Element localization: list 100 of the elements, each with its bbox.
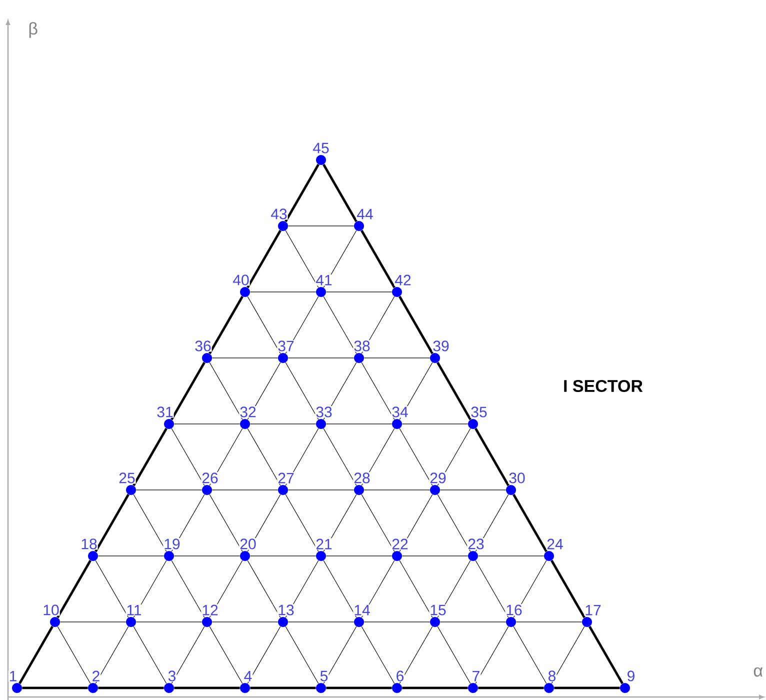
point-number: 12 (201, 604, 219, 616)
point-number: 40 (232, 274, 250, 286)
grid-line (475, 494, 509, 552)
grid-point (468, 682, 478, 693)
grid-point (164, 682, 174, 693)
grid-line (399, 560, 433, 618)
grid-point (202, 616, 212, 627)
grid-line (361, 494, 395, 552)
grid-line (174, 686, 240, 690)
grid-point (316, 286, 326, 297)
grid-point (392, 550, 402, 561)
point-number: 8 (547, 670, 557, 682)
point-number: 44 (356, 208, 374, 220)
axis-label: β (29, 22, 38, 38)
grid-line (247, 296, 281, 354)
point-number: 27 (277, 472, 295, 484)
grid-point (278, 352, 288, 363)
point-number: 31 (156, 406, 174, 418)
grid-line (285, 428, 319, 486)
grid-point (278, 616, 288, 627)
grid-point (278, 220, 288, 231)
point-number: 22 (391, 538, 409, 550)
grid-line (171, 494, 205, 552)
point-number: 21 (315, 538, 333, 550)
grid-line (132, 428, 168, 486)
grid-line (323, 230, 357, 288)
grid-line (478, 686, 544, 690)
point-number: 17 (584, 604, 602, 616)
grid-line (361, 560, 395, 618)
grid-point (316, 550, 326, 561)
grid-line (322, 164, 358, 222)
point-number: 25 (118, 472, 136, 484)
grid-point (278, 484, 288, 495)
point-number: 29 (429, 472, 447, 484)
grid-line (475, 560, 509, 618)
grid-line (133, 560, 167, 618)
grid-line (323, 428, 357, 486)
grid-point (354, 352, 364, 363)
grid-line (208, 296, 244, 354)
grid-point (240, 418, 250, 429)
point-number: 38 (353, 340, 371, 352)
grid-line (284, 164, 320, 222)
point-number: 35 (470, 406, 488, 418)
grid-line (247, 494, 281, 552)
grid-point (430, 616, 440, 627)
grid-line (56, 560, 92, 618)
point-number: 36 (194, 340, 212, 352)
grid-line (209, 428, 243, 486)
grid-point (88, 682, 98, 693)
grid-line (98, 686, 164, 690)
grid-point (354, 484, 364, 495)
grid-line (95, 626, 129, 684)
grid-line (436, 362, 472, 420)
grid-point (582, 616, 592, 627)
grid-line (247, 428, 281, 486)
sector-label: I SECTOR (564, 380, 643, 392)
grid-line (323, 626, 357, 684)
grid-line (323, 494, 357, 552)
grid-line (588, 626, 624, 684)
grid-line (250, 686, 316, 690)
grid-point (354, 616, 364, 627)
grid-point (164, 550, 174, 561)
grid-line (171, 428, 205, 486)
grid-line (323, 560, 357, 618)
grid-line (285, 626, 319, 684)
grid-line (437, 626, 471, 684)
grid-point (506, 484, 516, 495)
grid-line (209, 626, 243, 684)
grid-line (399, 428, 433, 486)
point-number: 24 (546, 538, 564, 550)
grid-point (240, 550, 250, 561)
point-number: 3 (167, 670, 177, 682)
grid-point (392, 286, 402, 297)
grid-point (202, 484, 212, 495)
grid-line (513, 626, 547, 684)
grid-line (94, 494, 130, 552)
grid-line (170, 362, 206, 420)
grid-point (126, 484, 136, 495)
point-number: 43 (270, 208, 288, 220)
grid-point (544, 682, 554, 693)
grid-line (285, 362, 319, 420)
grid-line (171, 626, 205, 684)
point-number: 28 (353, 472, 371, 484)
point-number: 16 (505, 604, 523, 616)
grid-point (506, 616, 516, 627)
grid-line (402, 686, 468, 690)
grid-point (316, 154, 326, 165)
point-number: 9 (626, 670, 636, 682)
point-number: 4 (243, 670, 253, 682)
grid-point (316, 418, 326, 429)
grid-point (392, 682, 402, 693)
grid-point (202, 352, 212, 363)
point-number: 30 (508, 472, 526, 484)
grid-point (392, 418, 402, 429)
grid-line (475, 626, 509, 684)
grid-line (133, 626, 167, 684)
point-number: 10 (42, 604, 60, 616)
point-number: 39 (432, 340, 450, 352)
grid-line (326, 686, 392, 690)
grid-line (57, 626, 91, 684)
